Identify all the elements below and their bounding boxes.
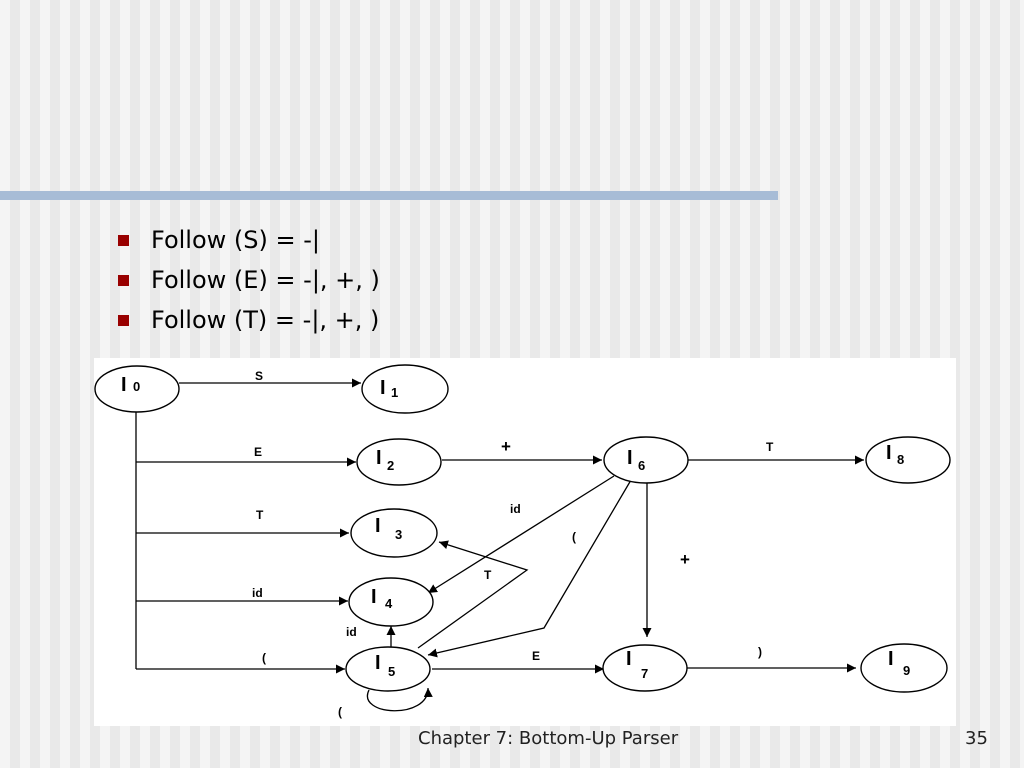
lr-automaton-diagram: I 0 I 1 I 2 I 3 I 4 I 5 I 6 I 7 I 8 I 9 …: [94, 358, 956, 726]
footer-page-number: 35: [965, 728, 988, 749]
state-i6-sub: 6: [638, 458, 645, 473]
edge-label-i6-i8: T: [766, 440, 774, 454]
state-i9-sub: 9: [903, 663, 910, 678]
edge-i5-i3: [417, 540, 529, 649]
state-i2-sub: 2: [387, 458, 394, 473]
state-i1-sub: 1: [391, 385, 398, 400]
automaton-svg: I 0 I 1 I 2 I 3 I 4 I 5 I 6 I 7 I 8 I 9 …: [94, 364, 951, 719]
state-i3-label: I: [375, 515, 381, 537]
edge-i6-i4: [427, 475, 615, 594]
state-i9: [860, 643, 948, 693]
edge-label-i6-i5: (: [572, 530, 576, 544]
state-i8-sub: 8: [897, 452, 904, 467]
edge-label-i0-i2: E: [254, 445, 262, 459]
state-i5: [345, 646, 431, 692]
bullet-list: Follow (S) = -| Follow (E) = -|, +, ) Fo…: [118, 220, 380, 340]
edge-label-i5-self: (: [338, 705, 342, 719]
state-i3: [350, 508, 438, 558]
state-i9-label: I: [888, 648, 894, 670]
state-i0-label: I: [121, 374, 127, 396]
edge-label-i6-i7: +: [680, 550, 690, 569]
state-i7-label: I: [626, 648, 632, 670]
edge-label-i2-i6: +: [501, 437, 511, 456]
state-i3-sub: 3: [395, 527, 402, 542]
state-i8-label: I: [886, 442, 892, 464]
title-rule: [0, 191, 778, 200]
bullet-follow-s: Follow (S) = -|: [118, 220, 380, 260]
state-i5-sub: 5: [388, 664, 395, 679]
bullet-follow-e: Follow (E) = -|, +, ): [118, 260, 380, 300]
edge-i5-self-loop: [366, 687, 433, 712]
state-i0: [94, 365, 180, 413]
state-i1: [361, 364, 449, 414]
state-i6: [603, 436, 689, 484]
state-i8: [865, 436, 951, 484]
edge-label-i0-i4: id: [252, 586, 263, 600]
state-i1-label: I: [380, 377, 386, 399]
edge-i6-i5: [427, 479, 632, 658]
bullet-follow-t: Follow (T) = -|, +, ): [118, 300, 380, 340]
state-i6-label: I: [627, 447, 633, 469]
edge-label-i0-i1: S: [255, 369, 263, 383]
edge-label-i5-i4: id: [346, 625, 357, 639]
state-i4: [348, 577, 434, 627]
state-i5-label: I: [375, 652, 381, 674]
state-i4-label: I: [371, 586, 377, 608]
state-i7-sub: 7: [641, 666, 648, 681]
footer-chapter-title: Chapter 7: Bottom-Up Parser: [418, 728, 679, 749]
edge-label-i5-i7: E: [532, 649, 540, 663]
state-i0-sub: 0: [133, 379, 140, 394]
state-i4-sub: 4: [385, 596, 393, 611]
state-i2-label: I: [376, 447, 382, 469]
edge-label-i6-i4: id: [510, 502, 521, 516]
edge-label-i0-i3: T: [256, 508, 264, 522]
state-i2: [356, 438, 442, 486]
edge-label-i5-i3: T: [484, 568, 492, 582]
state-i7: [602, 644, 688, 692]
edge-label-i7-i9: ): [758, 645, 762, 659]
edge-label-i0-i5: (: [262, 651, 266, 665]
